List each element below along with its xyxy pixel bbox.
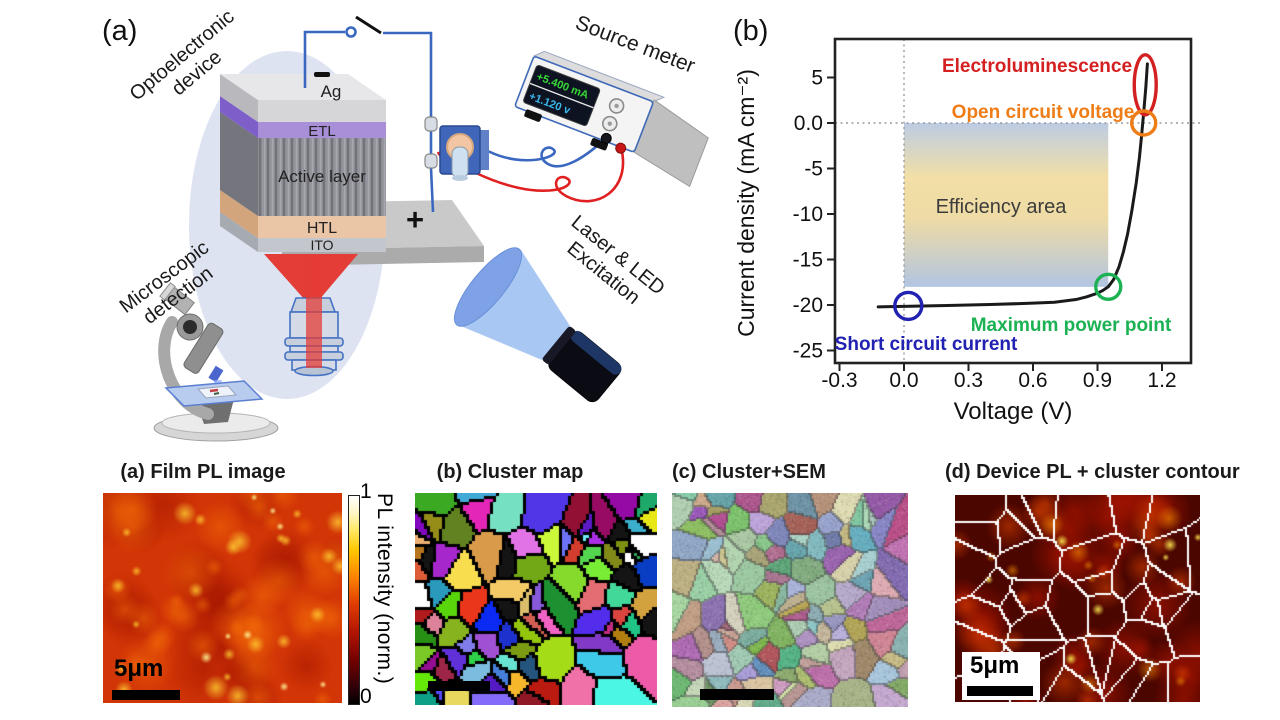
svg-text:-15: -15 (793, 249, 823, 272)
x-axis-title: Voltage (V) (954, 398, 1073, 425)
y-axis-title: Current density (mA cm⁻²) (733, 69, 759, 337)
cluster-sem-title: (c) Cluster+SEM (672, 461, 826, 483)
y-axis-ticks: 5 0.0 -5 -10 -15 -20 -25 (793, 67, 835, 363)
cluster-sem-scalebar (700, 689, 774, 700)
source-meter-label: Source meter (572, 11, 698, 78)
device-pl-scalebar (967, 686, 1033, 696)
excitation-label: Laser & LED Excitation (563, 211, 669, 309)
setup-schematic: (a) + Ag (102, 6, 709, 442)
switch-blade-icon (355, 15, 382, 35)
electroluminescence-marker (1132, 53, 1158, 117)
colorbar-axis-label: PL intensity (norm.) (373, 493, 396, 685)
wire-bead-2 (424, 153, 438, 169)
film-pl-scalebar (112, 690, 180, 700)
red-beam-icon (306, 256, 322, 368)
max-power-point-label: Maximum power point (971, 315, 1172, 336)
cluster-map-scalebar (428, 681, 490, 691)
x-axis-ticks: -0.3 0.0 0.3 0.6 0.9 1.2 (821, 363, 1177, 392)
detection-path (264, 254, 358, 377)
circuit-wiring (303, 15, 625, 213)
jv-chart: (b) Electroluminescence Open circuit vol… (733, 15, 1202, 425)
wire-to-platform (429, 167, 435, 213)
panel-b-tag: (b) (733, 15, 768, 47)
layer-label-htl: HTL (307, 220, 337, 237)
cluster-map-title: (b) Cluster map (436, 461, 584, 483)
jv-curve (876, 62, 1149, 309)
electroluminescence-label: Electroluminescence (942, 56, 1132, 77)
colorbar-max-tick: 1 (360, 480, 372, 503)
svg-text:-5: -5 (804, 158, 823, 181)
open-circuit-voltage-marker (1130, 109, 1158, 137)
wire-meter-blue (486, 136, 608, 168)
blue-beam-icon (456, 250, 570, 360)
open-circuit-voltage-label: Open circuit voltage (952, 102, 1135, 123)
max-power-point-marker (1094, 272, 1123, 301)
svg-text:-25: -25 (793, 340, 823, 363)
layer-label-etl: ETL (308, 123, 336, 140)
svg-text:-0.3: -0.3 (821, 369, 857, 392)
svg-text:0.9: 0.9 (1083, 369, 1112, 392)
wire-switch-down (383, 31, 433, 118)
svg-text:5: 5 (811, 67, 823, 90)
contact-pad (314, 72, 330, 77)
cluster-sem-image (672, 493, 908, 707)
svg-text:0.0: 0.0 (889, 369, 918, 392)
wire-bead-1 (424, 116, 438, 132)
layer-label-ito: ITO (310, 237, 333, 253)
source-meter: +5.400 mA +1.120 v (514, 50, 709, 188)
svg-text:Source meter: Source meter (572, 11, 698, 78)
short-circuit-current-marker (893, 290, 924, 322)
svg-text:0.0: 0.0 (794, 112, 823, 135)
probe-holder (439, 125, 489, 181)
layer-label-active: Active layer (278, 167, 366, 186)
microscope-icon (153, 282, 279, 442)
film-pl-title: (a) Film PL image (120, 461, 286, 483)
efficiency-area (904, 123, 1109, 287)
layer-label-ag: Ag (321, 82, 342, 101)
meter-terminal-red (615, 142, 627, 154)
excitation-source (453, 247, 622, 403)
plot-frame (833, 37, 1193, 365)
switch-pivot-icon (345, 26, 357, 38)
svg-text:-20: -20 (793, 294, 823, 317)
short-circuit-current-label: Short circuit current (835, 334, 1018, 355)
svg-text:-10: -10 (793, 203, 823, 226)
panel-a-tag: (a) (102, 15, 137, 47)
colorbar-min-tick: 0 (360, 685, 372, 708)
device-pl-scalebar-label: 5μm (970, 652, 1020, 679)
svg-text:0.6: 0.6 (1018, 369, 1047, 392)
wire-device-to-switch (303, 30, 345, 88)
meter-terminal-black (600, 132, 612, 144)
film-pl-image (103, 493, 342, 703)
svg-text:1.2: 1.2 (1147, 369, 1176, 392)
cluster-map-image (415, 493, 657, 705)
pl-colorbar (348, 495, 360, 705)
device-pl-title: (d) Device PL + cluster contour (945, 461, 1240, 483)
flashlight-icon (542, 326, 622, 403)
svg-text:0.3: 0.3 (954, 369, 983, 392)
film-pl-scalebar-label: 5μm (114, 655, 164, 682)
device-pl-scalebar-box: 5μm (962, 652, 1040, 700)
efficiency-area-label: Efficiency area (936, 196, 1068, 218)
plus-electrode-label: + (406, 202, 424, 237)
device-stack: Ag ETL Active layer HTL ITO (220, 72, 386, 253)
